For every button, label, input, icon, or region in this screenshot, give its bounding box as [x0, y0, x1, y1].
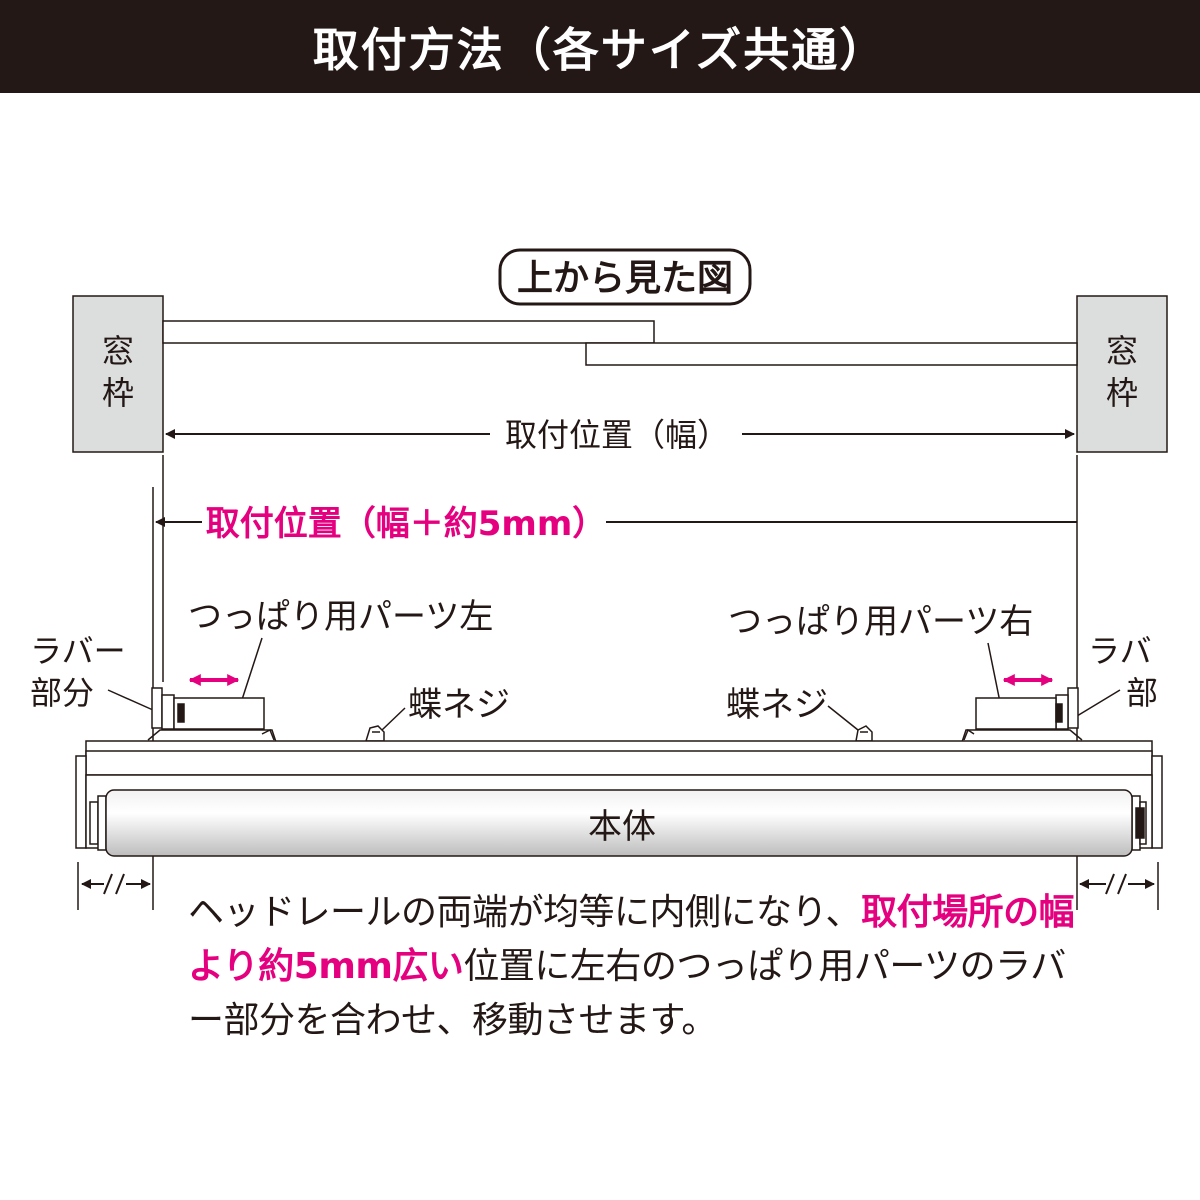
gap-break-left-2	[115, 873, 125, 895]
tension-part-right	[961, 687, 1083, 743]
window-frame-left	[72, 295, 164, 453]
top-view-rail-left	[162, 320, 655, 344]
width-label: 取付位置（幅）	[505, 416, 729, 454]
description-part2: 位置に左右のつっぱり用パーツのラバー部分を合わせ、移動させます。	[188, 946, 1066, 1041]
rubber-left-label-1: ラバー	[30, 632, 126, 670]
window-frame-right-label-1: 窓	[1106, 332, 1138, 370]
roller-body	[105, 789, 1133, 857]
wing-screw-left-leader	[381, 707, 406, 731]
page-title: 取付方法（各サイズ共通）	[312, 22, 888, 77]
window-frame-right	[1076, 295, 1168, 453]
tension-part-left	[147, 687, 277, 743]
gap-break-left-1	[103, 873, 113, 895]
window-frame-left-label-1: 窓	[102, 332, 134, 370]
rubber-right-leader	[1076, 689, 1121, 717]
gap-break-right-1	[1105, 873, 1115, 895]
rubber-right-label-2: 部	[1126, 674, 1158, 712]
description-text: ヘッドレールの両端が均等に内側になり、取付場所の幅より約5mm広い位置に左右のつ…	[188, 886, 1088, 1048]
rubber-right-label-1: ラバ	[1088, 632, 1152, 670]
window-frame-right-label-2: 枠	[1106, 374, 1138, 412]
description-part1: ヘッドレールの両端が均等に内側になり、	[188, 892, 862, 933]
top-view-badge	[498, 248, 752, 306]
gap-break-right-2	[1117, 873, 1127, 895]
body-label: 本体	[588, 807, 656, 847]
header-bar: 取付方法（各サイズ共通）	[0, 0, 1200, 93]
rubber-left-label-2: 部分	[30, 674, 94, 712]
top-view-rail-right	[585, 342, 1078, 366]
tension-part-left-label: つっぱり用パーツ左	[188, 597, 493, 637]
roller-caps	[89, 795, 1147, 851]
description-highlight: 取付場所の幅より約5mm広い	[188, 892, 1075, 987]
window-frame-left-label-2: 枠	[102, 374, 134, 412]
top-view-label: 上から見た図	[517, 258, 733, 299]
wing-screw-right-label: 蝶ネジ	[726, 685, 828, 725]
width-plus-label: 取付位置（幅＋約5mm）	[206, 504, 607, 544]
wing-screw-right-icon	[855, 725, 873, 742]
tension-part-right-label: つっぱり用パーツ右	[728, 602, 1033, 642]
wing-screw-left-icon	[364, 725, 385, 742]
wing-screw-left-label: 蝶ネジ	[408, 685, 510, 725]
rubber-left-leader	[107, 689, 154, 711]
wing-screw-right-leader	[827, 705, 859, 731]
